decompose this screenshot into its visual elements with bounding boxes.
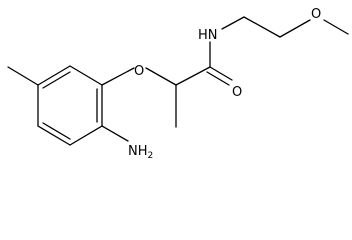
amine-label: NH2 [128,144,153,159]
ring-double-bond-c3-c4 [42,122,71,140]
amide-ethyl-bond [221,16,245,30]
carbonyl-double-bond-outer [209,66,233,81]
methyl-bond [7,66,39,86]
aryl-ether-bond [101,67,135,86]
ether-ch-bond [145,67,177,86]
carbonyl-double-bond-inner [206,71,230,86]
benzene-ring [37,65,103,146]
ring-bond-c6-c1 [69,65,103,86]
carbonyl-oxygen-label: O [232,85,242,100]
amine-main-label: NH [128,144,148,159]
ring-double-bond-c5-c6 [42,71,71,89]
methoxy-oxygen-label: O [311,7,321,22]
methoxy-methyl-bond [323,19,349,35]
ch-carbonyl-bond [175,66,211,86]
chemical-structure: O O HN O NH2 [7,7,349,159]
ethyl-bond [243,16,281,38]
amide-nitrogen-label: HN [198,28,218,43]
ethyl-methoxy-bond [279,19,311,38]
ring-bond-c2-c3 [69,125,103,146]
ether-oxygen-label: O [134,64,144,79]
ring-bond-c3-c4 [37,125,71,146]
ring-bond-c5-c6 [37,65,71,86]
amine-bond [101,125,129,142]
amine-subscript-label: 2 [148,151,154,159]
